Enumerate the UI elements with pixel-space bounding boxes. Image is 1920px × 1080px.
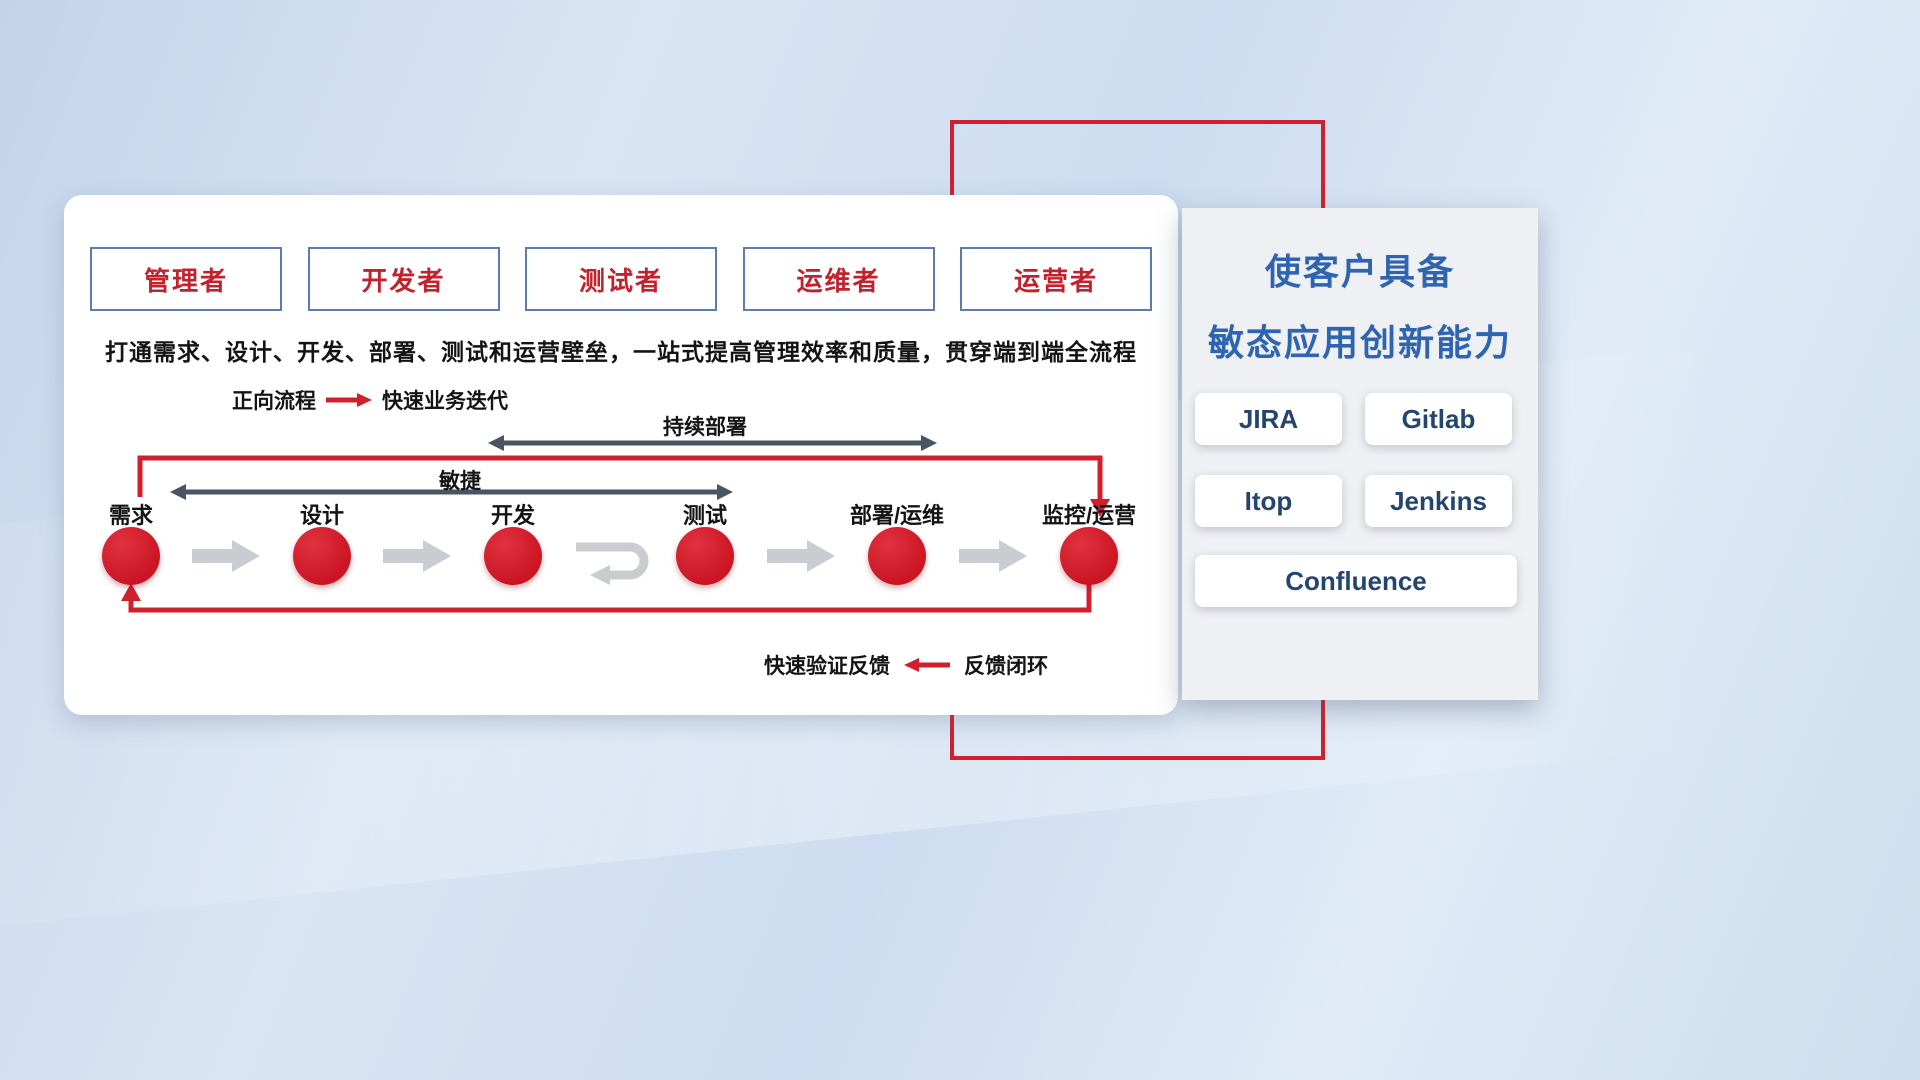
stage-label-design: 设计 (299, 503, 345, 528)
role-box-ops: 运维者 (742, 247, 935, 311)
tool-box-jenkins: Jenkins (1365, 475, 1512, 527)
tool-box-gitlab: Gitlab (1365, 393, 1512, 445)
flow-lines-canvas (121, 435, 1110, 613)
continuous-deploy-arrow (488, 435, 937, 451)
devops-flow-card: 管理者 开发者 测试者 运维者 运营者 打通需求、设计、开发、部署、测试和运营壁… (64, 195, 1178, 715)
feedback-loop-line (121, 583, 1092, 613)
tool-box-jira: JIRA (1195, 393, 1342, 445)
roles-row: 管理者 开发者 测试者 运维者 运营者 (90, 247, 1152, 311)
flow-arrow (959, 540, 1027, 572)
stage-circle-development (484, 527, 542, 585)
flow-arrow (767, 540, 835, 572)
panel-title-line1: 使客户具备 (1264, 251, 1455, 292)
flow-arrow (192, 540, 260, 572)
role-box-operator: 运营者 (960, 247, 1152, 311)
continuous-deploy-label: 持续部署 (663, 416, 747, 439)
role-box-developer: 开发者 (307, 247, 500, 311)
stage-label-requirements: 需求 (108, 503, 154, 528)
panel-title-line2: 敏态应用创新能力 (1207, 322, 1512, 363)
forward-flow-line (137, 455, 1110, 517)
forward-legend: 正向流程 快速业务迭代 (232, 385, 508, 415)
feedback-legend-label: 快速验证反馈 (764, 655, 890, 678)
role-box-manager: 管理者 (90, 247, 282, 311)
forward-legend-label: 正向流程 (232, 390, 316, 413)
capability-panel: 使客户具备 敏态应用创新能力 JIRA Gitlab Itop Jenkins … (1182, 208, 1538, 700)
iteration-loop-icon (576, 542, 649, 585)
tool-box-itop: Itop (1195, 475, 1342, 527)
forward-legend-value: 快速业务迭代 (382, 390, 508, 413)
stage-circle-requirements (102, 527, 160, 585)
role-box-tester: 测试者 (525, 247, 717, 311)
red-left-arrow-icon (904, 658, 950, 672)
stage-circle-design (293, 527, 351, 585)
stage-label-deploy-ops: 部署/运维 (849, 503, 945, 528)
tool-box-confluence: Confluence (1195, 555, 1517, 607)
stage-circle-testing (676, 527, 734, 585)
flow-description: 打通需求、设计、开发、部署、测试和运营壁垒，一站式提高管理效率和质量，贯穿端到端… (105, 339, 1137, 365)
stage-label-monitor-operate: 监控/运营 (1041, 503, 1137, 528)
stage-label-development: 开发 (490, 503, 536, 528)
agile-label: 敏捷 (439, 470, 481, 493)
agile-arrow (170, 484, 733, 500)
feedback-legend-value: 反馈闭环 (964, 655, 1048, 678)
feedback-legend: 快速验证反馈 反馈闭环 (764, 650, 1048, 680)
flow-arrow (383, 540, 451, 572)
red-right-arrow-icon (326, 393, 372, 407)
stage-label-testing: 测试 (682, 503, 728, 528)
stage-circle-monitor-operate (1060, 527, 1118, 585)
stage-circle-deploy-ops (868, 527, 926, 585)
